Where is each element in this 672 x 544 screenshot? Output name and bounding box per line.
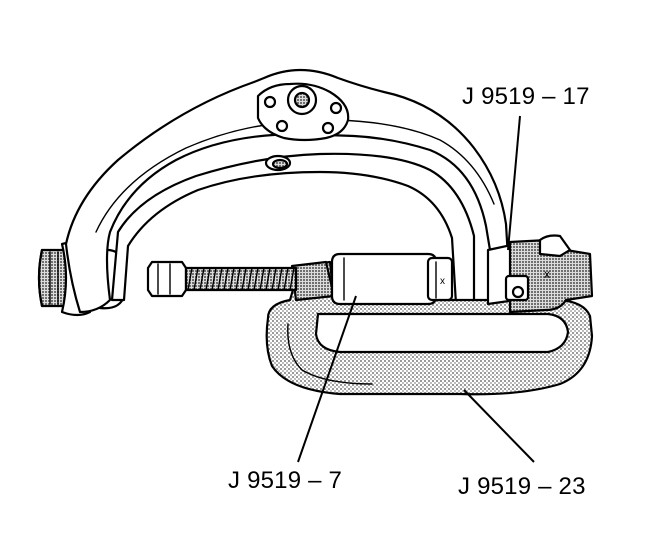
leader-line-17	[507, 115, 521, 251]
svg-text:x: x	[544, 267, 550, 281]
callout-label-j9519-17: J 9519 – 17	[462, 83, 590, 110]
bushing-installer: x	[486, 234, 594, 314]
callout-label-j9519-7: J 9519 – 7	[228, 467, 342, 494]
c-frame-press-body	[265, 260, 594, 396]
ball-joint	[256, 82, 350, 142]
leader-line-23	[463, 389, 535, 463]
receiver-cup: x	[330, 252, 454, 306]
callout-label-j9519-23: J 9519 – 23	[458, 473, 586, 500]
svg-text:x: x	[440, 276, 445, 287]
leader-line-7	[297, 295, 357, 463]
forcing-screw	[146, 260, 298, 298]
